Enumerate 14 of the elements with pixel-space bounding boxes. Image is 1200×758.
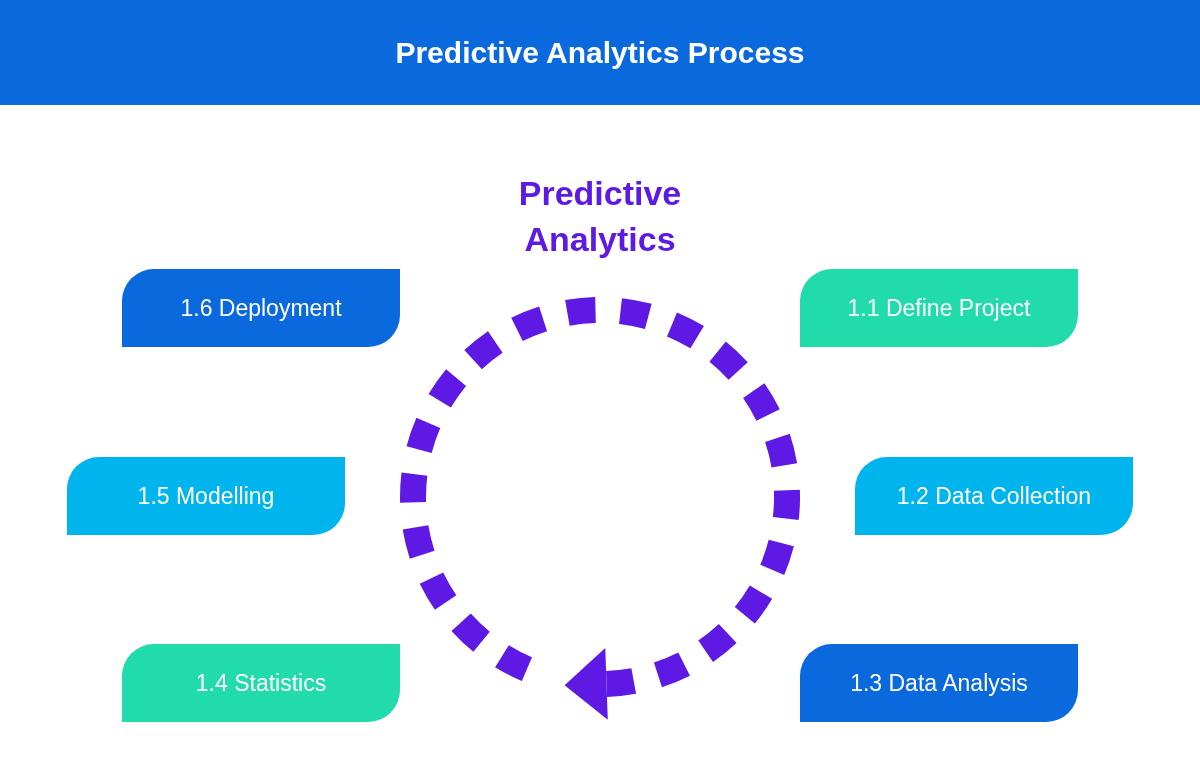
title: Predictive Analytics Process	[395, 35, 805, 70]
step-box	[122, 644, 400, 722]
step-label: 1.1 Define Project	[847, 294, 1031, 322]
step-box	[855, 457, 1133, 535]
step-box	[122, 269, 400, 347]
center-label: Predictive Analytics	[517, 173, 683, 260]
step-label: 1.3 Data Analysis	[850, 669, 1028, 697]
step-label: 1.2 Data Collection	[896, 482, 1092, 510]
step-label: 1.6 Deployment	[180, 294, 342, 322]
step-box	[800, 644, 1078, 722]
step-box	[800, 269, 1078, 347]
step-box	[67, 457, 345, 535]
step-label: 1.4 Statistics	[195, 669, 327, 697]
step-label: 1.5 Modelling	[137, 482, 275, 510]
